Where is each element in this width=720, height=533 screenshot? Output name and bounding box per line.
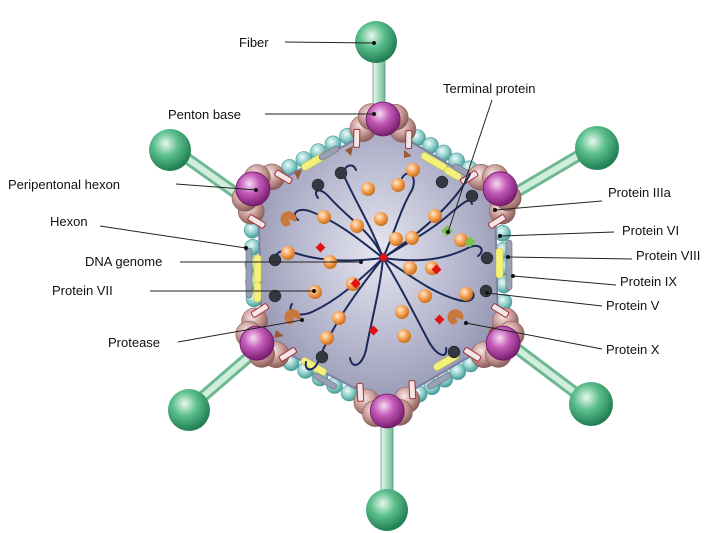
fibers [149,21,619,531]
penton-base [369,393,405,429]
fiber-lower-right [508,340,613,426]
label-protein-v: Protein V [606,298,660,313]
penton-base [482,171,518,207]
labels: Fiber Penton base Peripentonal hexon Hex… [8,35,700,357]
vertex-peg [463,347,482,362]
protein-viii-strips [245,145,513,390]
label-peripentonal-hexon: Peripentonal hexon [8,177,120,192]
fiber-top [355,21,397,121]
vertex-peg [247,214,266,229]
label-protein-iiia: Protein IIIa [608,185,672,200]
fiber-lower-left [168,349,256,431]
protease-markers [280,211,464,325]
label-protein-viii: Protein VIII [636,248,700,263]
label-protease: Protease [108,335,160,350]
penton-base [239,325,275,361]
label-protein-vi: Protein VI [622,223,679,238]
vertex-peg [490,303,510,318]
label-fiber: Fiber [239,35,269,50]
vertex-peg [250,303,270,318]
vertex-peg [356,382,365,402]
label-protein-vii: Protein VII [52,283,113,298]
label-hexon: Hexon [50,214,88,229]
vertex-peg [353,128,361,148]
vertex-peg [274,169,293,185]
vertex-peg [278,347,297,362]
hexon-bead [494,224,511,242]
penton-base [485,325,521,361]
protein-x-diamonds [315,242,445,336]
label-penton-base: Penton base [168,107,241,122]
penton-base [365,101,401,137]
label-terminal-protein: Terminal protein [443,81,536,96]
vertex-complex [463,303,525,369]
vertex-peg [408,380,417,400]
label-dna-genome: DNA genome [85,254,162,269]
label-protein-x: Protein X [606,342,660,357]
fiber-bottom [366,419,408,531]
vertex-peg [487,214,507,229]
leader-lines [99,41,633,350]
vertex-complex [231,163,293,229]
fiber-upper-left [149,129,244,201]
vertex-peg [405,130,413,150]
vertex-complex [349,101,417,150]
fiber-upper-right [511,126,619,199]
protein-v-spheres [268,166,494,364]
vertex-complexes [231,101,525,429]
label-protein-ix: Protein IX [620,274,677,289]
vertex-complex [353,380,421,429]
